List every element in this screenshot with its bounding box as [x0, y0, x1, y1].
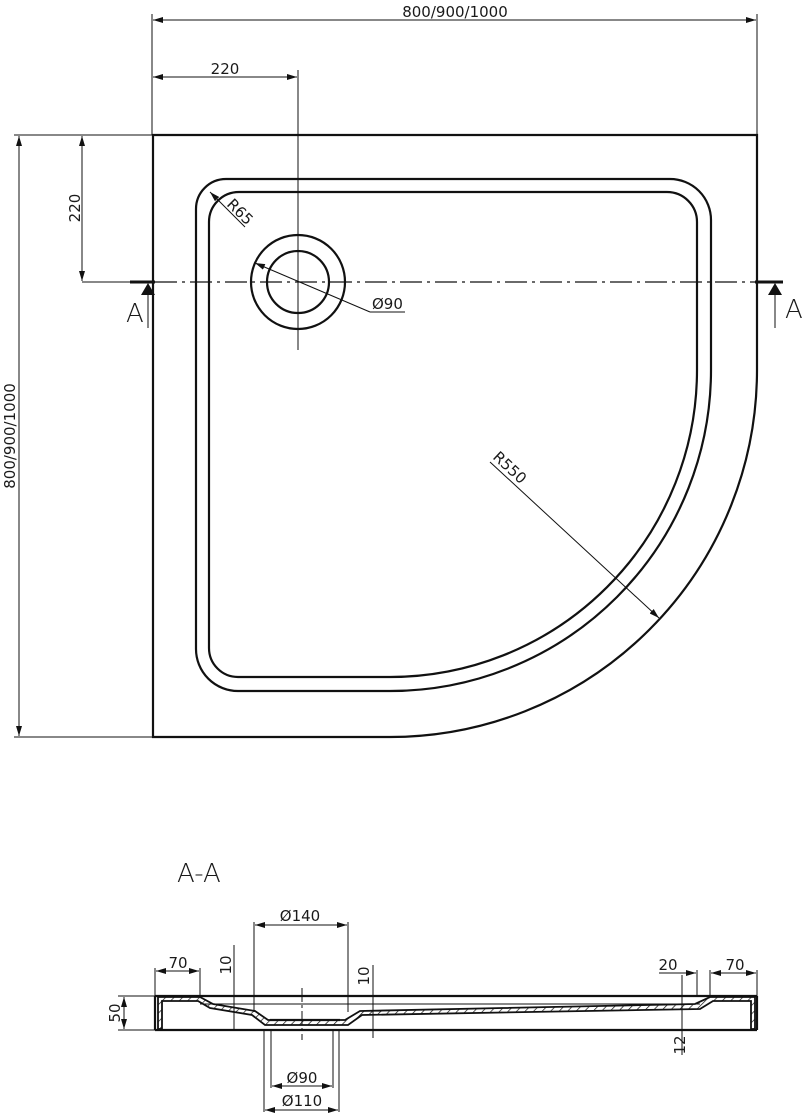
- drop-left-label: 10: [217, 955, 235, 974]
- section-arrow-right-icon: [768, 283, 782, 295]
- dim-text: 800/900/1000: [402, 3, 508, 21]
- drain-outer-label: Ø110: [282, 1092, 322, 1110]
- drop-right-label: 10: [355, 966, 373, 985]
- tray-lip-inner: [207, 190, 699, 679]
- section-shell: [157, 996, 756, 1030]
- tray-outer-outline: [151, 133, 759, 739]
- drain-recess-label: Ø140: [280, 907, 320, 925]
- thickness-label: 12: [671, 1035, 689, 1054]
- corner-radius-annotation: R65: [209, 191, 257, 229]
- drain-inner-label: Ø90: [287, 1069, 318, 1087]
- arc-radius-annotation: R550: [489, 448, 660, 619]
- svg-text:R65: R65: [223, 195, 257, 229]
- height-label: 50: [106, 1003, 124, 1022]
- flange-right-label: 70: [725, 956, 744, 974]
- drain-diameter-label: Ø90: [372, 295, 403, 313]
- section-marker-right: A: [785, 295, 803, 325]
- section-title: A-A: [177, 859, 221, 889]
- section-marker-left: A: [126, 299, 144, 329]
- dim-text: 220: [66, 194, 84, 223]
- step-label: 20: [658, 956, 677, 974]
- plan-view: 800/900/1000 220 800/900/1000 220: [1, 3, 803, 739]
- tray-lip-outer: [194, 177, 713, 693]
- dim-text: 220: [211, 60, 240, 78]
- dimension-drain-offset-y: 220: [66, 136, 153, 283]
- section-view: A-A 70 50 10 Ø140 10: [106, 859, 759, 1113]
- drain: Ø90: [249, 215, 405, 350]
- dim-text: 800/900/1000: [1, 383, 19, 489]
- section-arrow-left-icon: [141, 283, 155, 295]
- flange-left-label: 70: [168, 954, 187, 972]
- dimension-overall-width: 800/900/1000: [151, 3, 758, 135]
- dimension-overall-depth: 800/900/1000: [1, 134, 153, 738]
